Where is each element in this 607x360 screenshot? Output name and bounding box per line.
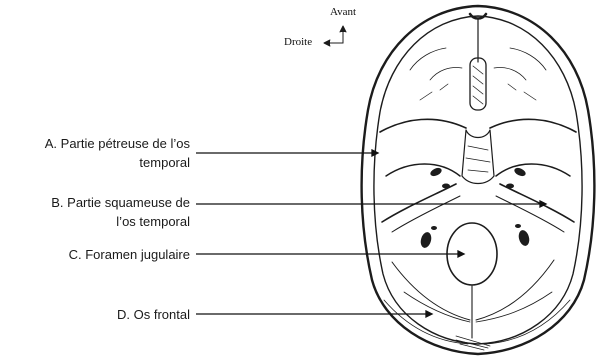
- lesser-wing-left: [380, 119, 466, 132]
- label-c: C. Foramen jugulaire: [69, 245, 190, 264]
- cribriform-plate: [470, 58, 486, 110]
- orientation-right-label: Droite: [284, 36, 312, 48]
- orientation-front-label: Avant: [330, 6, 356, 18]
- jugular-foramen-right: [517, 229, 531, 247]
- label-b-line2: l’os temporal: [116, 212, 190, 231]
- sella-turcica: [462, 130, 494, 184]
- jugular-foramen-left: [419, 231, 433, 249]
- foramen-left-1: [429, 166, 443, 177]
- label-d: D. Os frontal: [117, 305, 190, 324]
- label-b-line1: B. Partie squameuse de: [51, 193, 190, 212]
- lesser-wing-right: [490, 119, 576, 132]
- label-a-line2: temporal: [139, 153, 190, 172]
- inner-skull-contour: [374, 16, 582, 344]
- foramen-right-1: [513, 166, 527, 177]
- label-a-line1: A. Partie pétreuse de l’os: [45, 134, 190, 153]
